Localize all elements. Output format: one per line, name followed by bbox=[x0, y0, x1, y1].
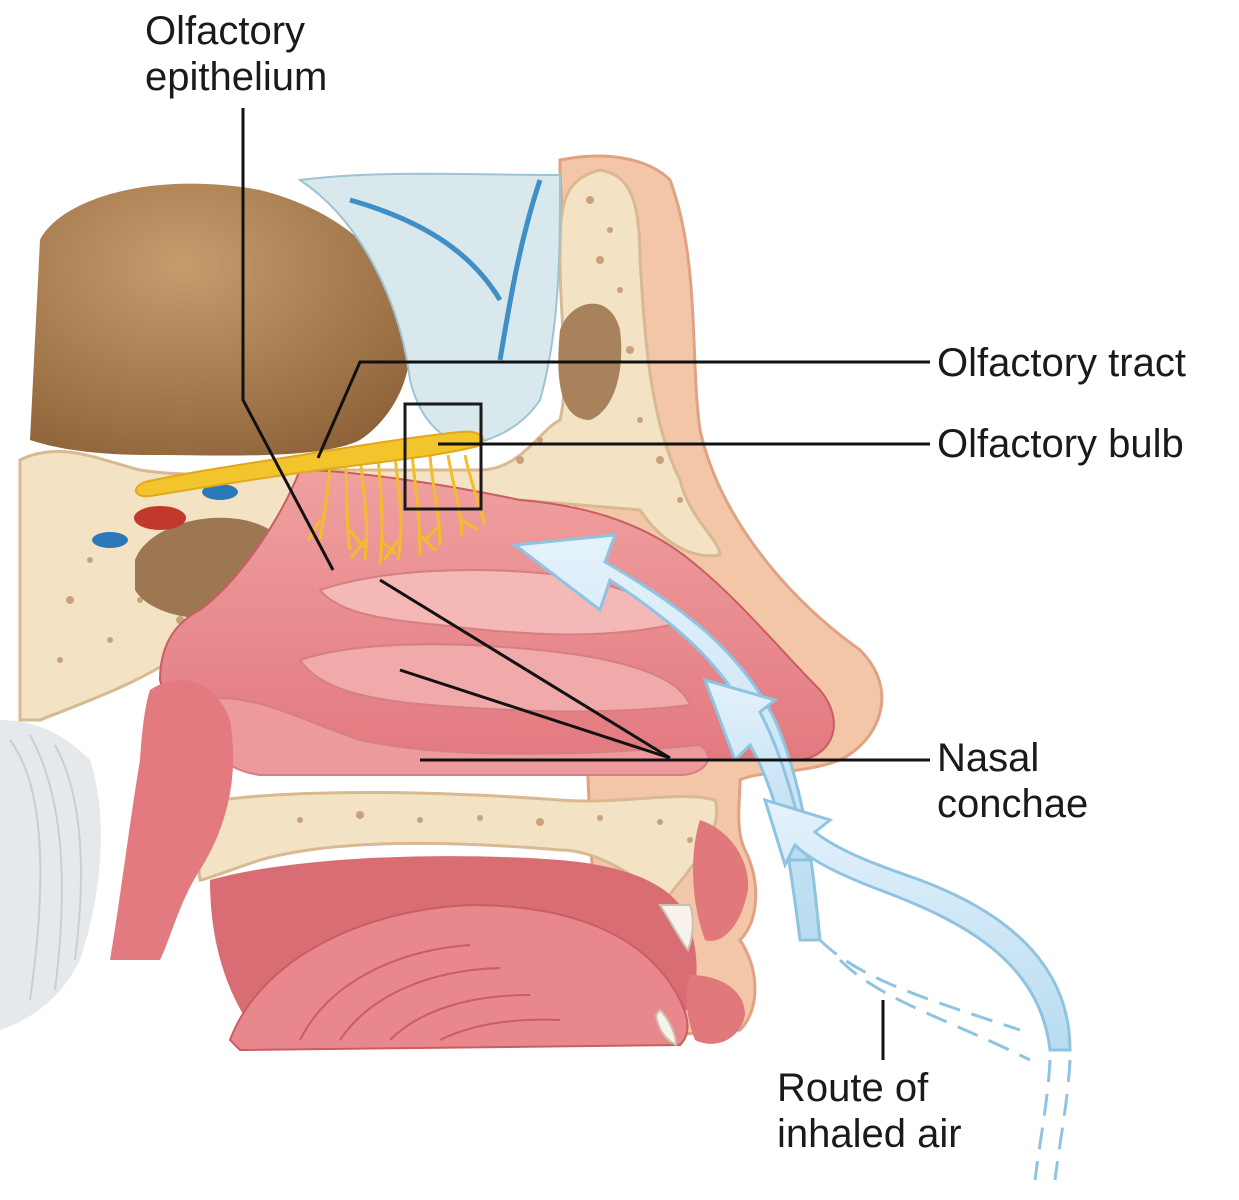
olfactory-tract bbox=[135, 430, 485, 498]
label-nasal-conchae-line1: Nasal bbox=[937, 736, 1040, 780]
leader-lines bbox=[241, 108, 930, 1060]
leader-nasal-conchae-superior bbox=[379, 578, 671, 760]
upper-incisor bbox=[658, 904, 694, 952]
inferior-concha bbox=[198, 697, 710, 776]
olfactory-nerve-fibers bbox=[306, 454, 487, 566]
tongue bbox=[228, 903, 689, 1052]
tongue-texture bbox=[299, 944, 561, 1041]
meninges bbox=[297, 172, 562, 447]
label-route-of-inhaled-air-line1: Route of bbox=[777, 1066, 929, 1110]
artery bbox=[134, 506, 186, 530]
brain-frontal-lobe bbox=[30, 183, 411, 456]
middle-concha bbox=[298, 643, 692, 713]
airflow-stream-lower bbox=[762, 797, 1072, 1052]
label-olfactory-bulb: Olfactory bulb bbox=[937, 421, 1184, 467]
label-olfactory-tract: Olfactory tract bbox=[937, 340, 1186, 386]
meninges-vessel bbox=[349, 179, 543, 361]
label-olfactory-epithelium: Olfactory epithelium bbox=[145, 8, 327, 100]
label-nasal-conchae-line2: conchae bbox=[937, 782, 1089, 826]
tissue-fibers bbox=[9, 734, 82, 1001]
label-olfactory-tract-text: Olfactory tract bbox=[937, 341, 1186, 385]
airflow-dashed-path bbox=[818, 938, 1072, 1181]
leader-nasal-conchae-middle bbox=[399, 668, 671, 760]
upper-lip bbox=[693, 820, 749, 941]
label-olfactory-bulb-text: Olfactory bulb bbox=[937, 422, 1184, 466]
olfactory-bulb-detail-box bbox=[403, 402, 483, 511]
lower-incisor bbox=[654, 1008, 678, 1047]
leader-olfactory-epithelium bbox=[241, 108, 335, 571]
vein bbox=[202, 484, 238, 500]
lower-lip bbox=[686, 975, 745, 1044]
vein bbox=[92, 532, 128, 548]
label-route-of-inhaled-air-line2: inhaled air bbox=[777, 1112, 962, 1156]
label-olfactory-epithelium-line2: epithelium bbox=[145, 55, 328, 99]
leader-olfactory-tract bbox=[316, 360, 930, 459]
pharynx bbox=[110, 680, 234, 960]
label-olfactory-epithelium-line1: Olfactory bbox=[145, 9, 306, 53]
posterior-tissue bbox=[0, 720, 101, 1030]
label-nasal-conchae: Nasal conchae bbox=[937, 735, 1088, 827]
label-route-of-inhaled-air: Route of inhaled air bbox=[777, 1065, 962, 1157]
